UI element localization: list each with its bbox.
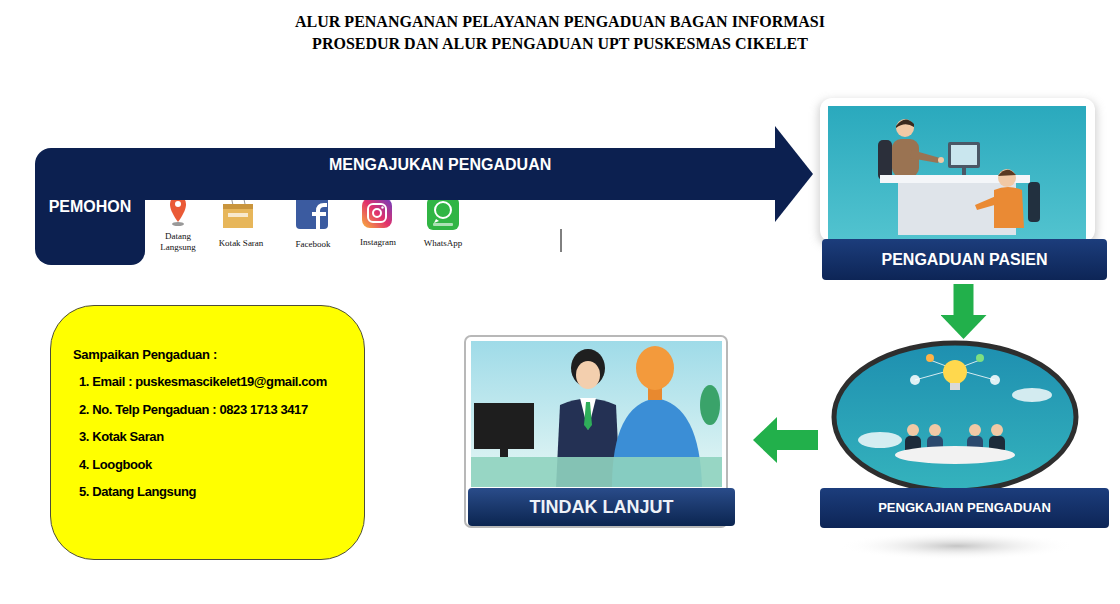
front-desk-illustration-part — [474, 403, 534, 449]
process-box: PENGADUAN PASIEN — [820, 100, 1107, 280]
node-label: TINDAK LANJUT — [468, 488, 735, 526]
meeting-illustration-part — [1012, 388, 1052, 402]
front-desk-illustration-part — [471, 457, 722, 487]
channel-icons-part — [175, 201, 181, 207]
channel-icons-part — [223, 204, 253, 209]
list-item: 2. No. Telp Pengaduan : 0823 1713 3417 — [73, 401, 352, 419]
service-desk-illustration-part — [994, 187, 1024, 228]
channel-label: Facebook — [283, 239, 343, 250]
service-desk-illustration-part — [896, 119, 914, 128]
list-item: 3. Kotak Saran — [73, 428, 352, 446]
process-box: PENGKAJIAN PENGADUAN — [820, 340, 1109, 528]
channel-icons-part — [296, 196, 328, 229]
meeting-illustration-part — [991, 424, 1003, 436]
channel-label: WhatsApp — [413, 238, 473, 249]
service-desk-illustration-part — [938, 157, 944, 163]
meeting-illustration-part — [976, 354, 984, 362]
channel-icons-part — [368, 204, 386, 222]
meeting-illustration-part — [926, 354, 934, 362]
list-item: 4. Loogbook — [73, 456, 352, 474]
front-desk-illustration-part — [576, 361, 600, 389]
channel-icons — [170, 192, 561, 252]
meeting-illustration-part — [950, 383, 960, 390]
channel-icons-part — [228, 213, 248, 217]
service-desk-illustration-part — [998, 169, 1016, 187]
service-desk-illustration-part — [818, 100, 1097, 246]
channel-icons-part — [433, 223, 453, 226]
meeting-illustration-part — [969, 424, 981, 436]
flow-arrow — [954, 284, 974, 315]
service-desk-illustration-part — [910, 150, 940, 163]
service-desk-illustration — [818, 98, 1097, 246]
applicant-box: PEMOHON — [35, 148, 145, 265]
channel-icons-part — [312, 205, 327, 229]
process-box: TINDAK LANJUT — [465, 336, 737, 528]
channel-icons-part — [434, 219, 439, 223]
channel-icons-part — [373, 209, 381, 217]
front-desk-illustration-part — [580, 398, 596, 430]
meeting-illustration-part — [895, 446, 1015, 464]
channel-label: Kotak Saran — [212, 238, 270, 249]
service-desk-illustration-part — [828, 106, 1086, 240]
channel-icons-part — [172, 222, 184, 226]
channel-icons-part — [223, 204, 253, 228]
front-desk-illustration-part — [471, 341, 722, 487]
channel-icons-part — [381, 206, 383, 208]
front-desk-illustration-part — [636, 346, 674, 390]
channel-icons-part — [427, 197, 459, 230]
channel-label: Instagram — [348, 237, 408, 248]
front-desk-illustration-part — [700, 385, 720, 425]
info-panel: Sampaikan Pengaduan : 1. Email : puskesma… — [50, 305, 365, 560]
meeting-illustration-part — [943, 360, 967, 384]
channel-icons-part — [362, 198, 392, 228]
edge-label: MENGAJUKAN PENGADUAN — [326, 155, 554, 175]
channel-label: Datang Langsung — [155, 231, 201, 253]
meeting-illustration-part — [990, 375, 1000, 385]
channel-icons-part — [435, 202, 451, 218]
meeting-illustration-part — [839, 532, 1075, 560]
service-desk-illustration-part — [1028, 182, 1040, 222]
meeting-illustration-part — [907, 424, 919, 436]
service-desk-illustration-part — [948, 142, 980, 168]
node-label: PEMOHON — [45, 198, 136, 216]
flow-arrow-band — [144, 148, 775, 200]
front-desk-illustration-part — [584, 402, 592, 430]
list-item: 1. Email : puskesmascikelet19@gmail.com — [73, 373, 352, 391]
service-desk-illustration-part — [998, 170, 1016, 176]
node-label: PENGADUAN PASIEN — [822, 239, 1107, 280]
meeting-illustration-part — [929, 424, 941, 436]
meeting-illustration-part — [834, 343, 1076, 491]
service-desk-illustration-part — [820, 98, 1095, 242]
meeting-illustration-part — [910, 375, 920, 385]
service-desk-illustration-part — [878, 140, 892, 180]
node-label: PENGKAJIAN PENGADUAN — [820, 488, 1109, 528]
service-desk-illustration-part — [962, 168, 966, 176]
service-desk-illustration-part — [951, 145, 977, 165]
panel-heading: Sampaikan Pengaduan : — [73, 346, 352, 364]
flow-arrow — [777, 430, 818, 450]
service-desk-illustration-part — [896, 119, 914, 137]
front-desk-illustration-part — [500, 449, 508, 457]
channel-icons-part — [561, 229, 562, 252]
meeting-illustration-part — [858, 432, 902, 448]
diagram-title: ALUR PENANGANAN PELAYANAN PENGADUAN BAGA… — [260, 11, 860, 55]
list-item: 5. Datang Langsung — [73, 483, 352, 501]
service-desk-illustration-part — [975, 196, 998, 210]
